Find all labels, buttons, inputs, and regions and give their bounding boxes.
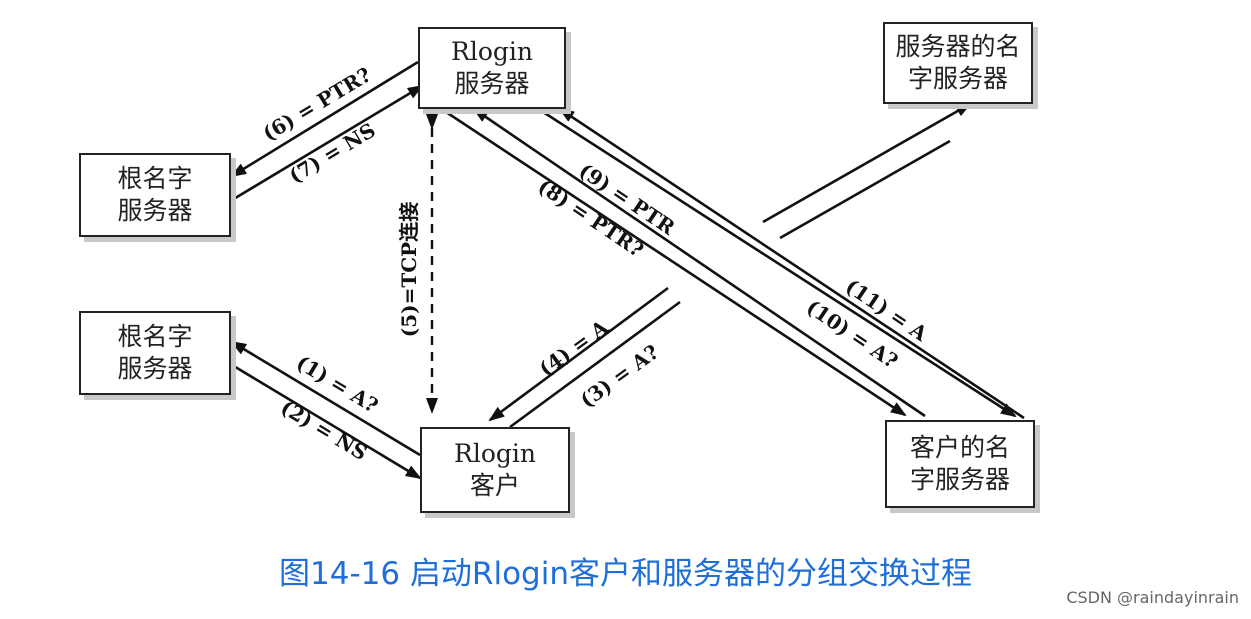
arrow-7-ns: [231, 84, 424, 202]
arrow-3-a-query: [509, 300, 681, 429]
node-client-name-server-line1: 客户的名: [909, 433, 1010, 462]
node-server-name-server-line1: 服务器的名: [895, 32, 1021, 61]
arrow-4-a: [488, 286, 669, 422]
arrow-11-a: [558, 107, 1025, 420]
arrow-6-ptr-query: [230, 60, 419, 178]
node-root-server-top: 根名字 服务器: [79, 153, 231, 237]
watermark: CSDN @raindayinrain: [1066, 588, 1239, 607]
node-rlogin-server-line2: 服务器: [454, 69, 530, 98]
node-rlogin-server-line1: Rlogin: [451, 37, 533, 66]
arrow-3-a-query-upper: [762, 102, 972, 224]
arrow-4-a-upper: [779, 139, 951, 240]
node-root-server-bottom: 根名字 服务器: [79, 311, 231, 395]
node-rlogin-server: Rlogin 服务器: [418, 27, 566, 109]
node-rlogin-client: Rlogin 客户: [420, 427, 570, 513]
arrow-2-ns: [231, 363, 422, 480]
node-server-name-server: 服务器的名 字服务器: [883, 22, 1033, 104]
node-rlogin-client-line1: Rlogin: [454, 439, 536, 468]
node-root-server-bottom-line1: 根名字: [117, 322, 193, 351]
node-root-server-top-line2: 服务器: [117, 196, 193, 225]
label-5-tcp: (5)=TCP连接: [397, 201, 422, 338]
arrow-10-a-query: [539, 108, 1017, 418]
node-root-server-bottom-line2: 服务器: [117, 354, 193, 383]
arrow-9-ptr: [472, 107, 926, 418]
node-root-server-top-line1: 根名字: [117, 164, 193, 193]
arrow-8-ptr-query: [445, 110, 907, 417]
node-rlogin-client-line2: 客户: [469, 471, 520, 500]
figure-caption: 图14-16 启动Rlogin客户和服务器的分组交换过程: [279, 556, 972, 592]
arrow-1-a-query: [230, 340, 421, 457]
node-client-name-server-line2: 字服务器: [909, 465, 1010, 494]
node-client-name-server: 客户的名 字服务器: [885, 420, 1035, 508]
node-server-name-server-line2: 字服务器: [907, 64, 1008, 93]
